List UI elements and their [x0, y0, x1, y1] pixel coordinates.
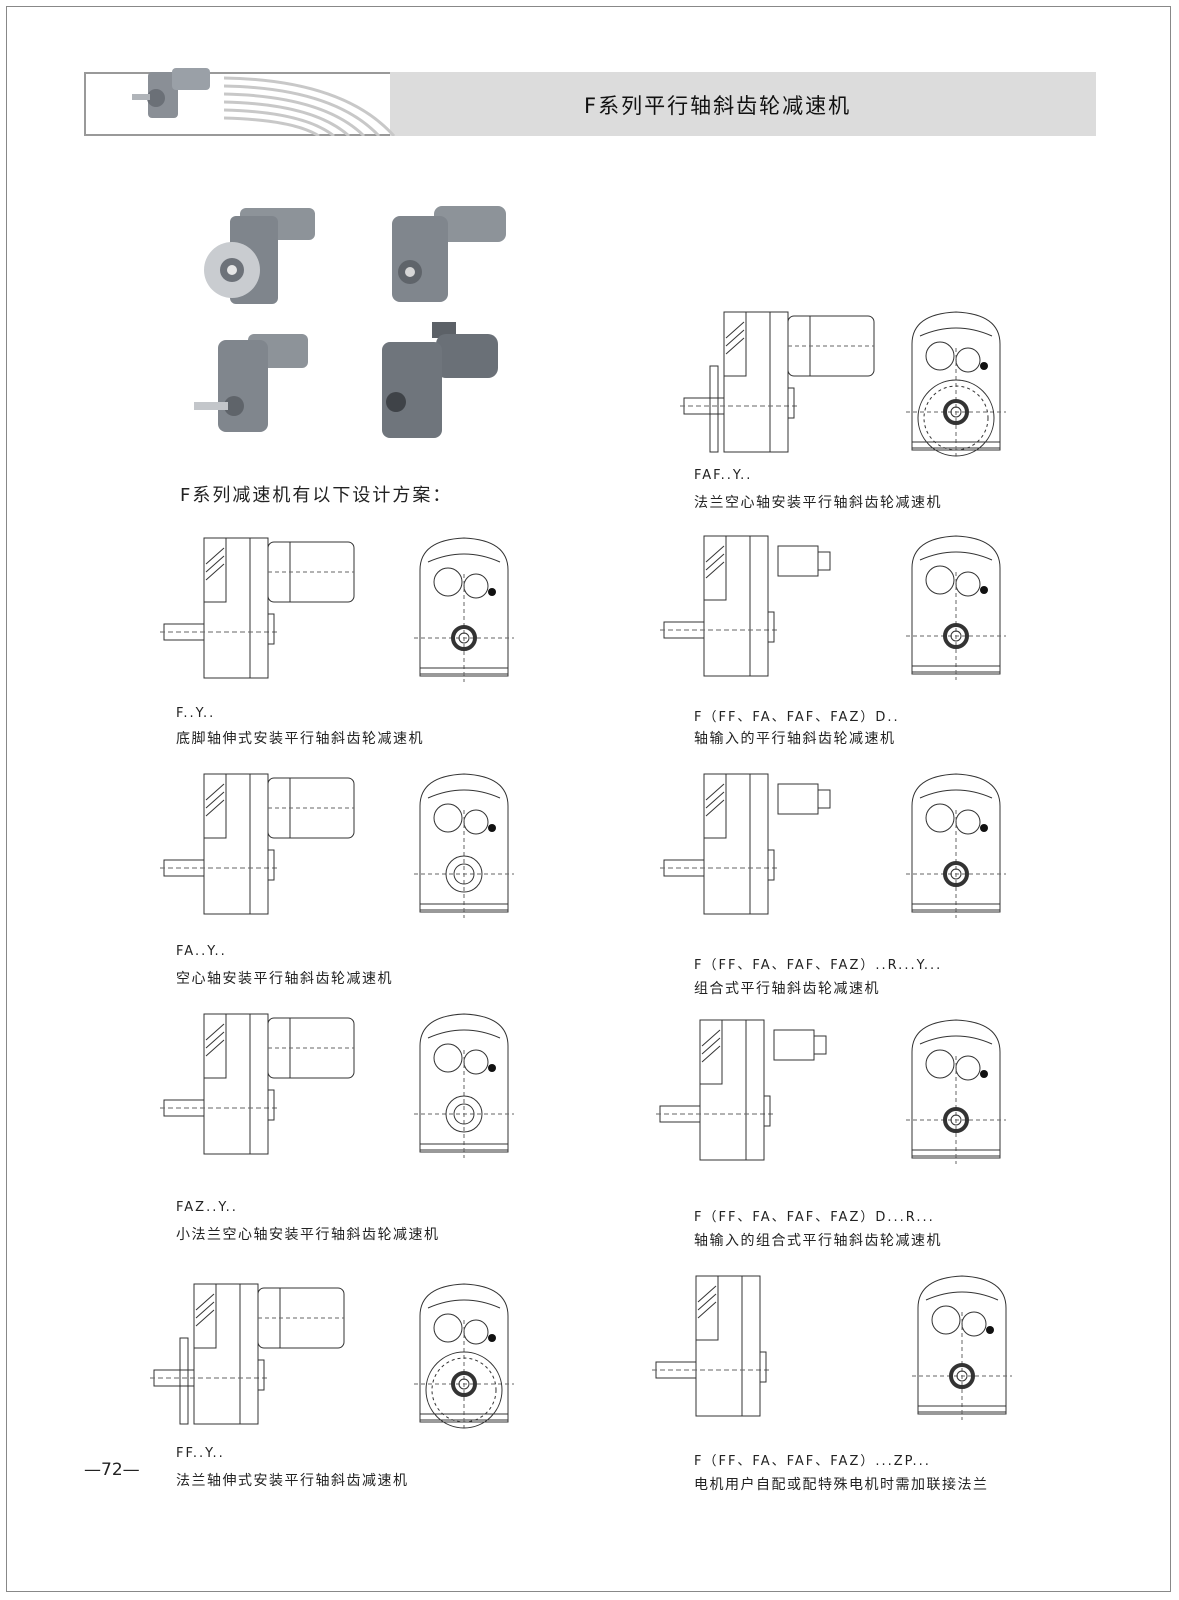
side-view-drawing — [656, 1019, 827, 1161]
side-view-drawing — [660, 773, 831, 915]
variant-description: 轴输入的平行轴斜齿轮减速机 — [694, 731, 896, 747]
header-title-band — [390, 72, 1096, 136]
end-view-drawing — [414, 1013, 514, 1158]
end-view-drawing — [906, 535, 1006, 680]
side-view-drawing — [160, 1013, 355, 1155]
product-photo-3 — [194, 334, 308, 432]
side-view-drawing — [160, 537, 355, 679]
variant-code: F（FF、FA、FAF、FAZ）D.. — [694, 710, 900, 725]
variant-code: FAF..Y.. — [694, 468, 753, 483]
variant-description: 法兰轴伸式安装平行轴斜齿减速机 — [176, 1473, 409, 1489]
product-photo-4 — [382, 322, 498, 438]
end-view-drawing — [414, 1283, 514, 1429]
variant-code: FF..Y.. — [176, 1446, 225, 1461]
end-view-drawing — [906, 311, 1006, 457]
page-frame — [6, 6, 1171, 1592]
variant-code: F（FF、FA、FAF、FAZ）..R...Y... — [694, 958, 943, 973]
side-view-drawing — [660, 535, 831, 677]
end-view-drawing — [912, 1275, 1012, 1420]
variant-code: F（FF、FA、FAF、FAZ）D...R... — [694, 1210, 935, 1225]
variant-description: 空心轴安装平行轴斜齿轮减速机 — [176, 971, 393, 987]
variant-description: 底脚轴伸式安装平行轴斜齿轮减速机 — [176, 731, 424, 747]
side-view-drawing — [150, 1283, 345, 1425]
product-photo-2 — [392, 206, 506, 302]
section-heading: F系列减速机有以下设计方案： — [180, 485, 453, 506]
variant-code: F（FF、FA、FAF、FAZ）...ZP... — [694, 1454, 931, 1469]
variant-description: 法兰空心轴安装平行轴斜齿轮减速机 — [694, 495, 942, 511]
end-view-drawing — [414, 537, 514, 682]
variant-description: 组合式平行轴斜齿轮减速机 — [694, 981, 880, 997]
header-left-panel — [84, 72, 392, 136]
page-header: F系列平行轴斜齿轮减速机 — [84, 68, 1096, 136]
side-view-drawing — [652, 1275, 770, 1417]
variant-description: 电机用户自配或配特殊电机时需加联接法兰 — [694, 1477, 989, 1493]
variant-code: F..Y.. — [176, 706, 216, 721]
end-view-drawing — [906, 1019, 1006, 1164]
page-number: —72— — [84, 1460, 140, 1480]
variant-description: 小法兰空心轴安装平行轴斜齿轮减速机 — [176, 1227, 440, 1243]
end-view-drawing — [906, 773, 1006, 918]
variant-code: FAZ..Y.. — [176, 1200, 238, 1215]
product-photo-1 — [204, 208, 315, 304]
variant-description: 轴输入的组合式平行轴斜齿轮减速机 — [694, 1233, 942, 1249]
side-view-drawing — [160, 773, 355, 915]
variant-code: FA..Y.. — [176, 944, 227, 959]
gearbox-thumbnail-icon — [132, 68, 210, 118]
page-title: F系列平行轴斜齿轮减速机 — [584, 94, 852, 118]
end-view-drawing — [414, 773, 514, 918]
header-stripes — [224, 76, 396, 136]
side-view-drawing — [680, 311, 875, 453]
